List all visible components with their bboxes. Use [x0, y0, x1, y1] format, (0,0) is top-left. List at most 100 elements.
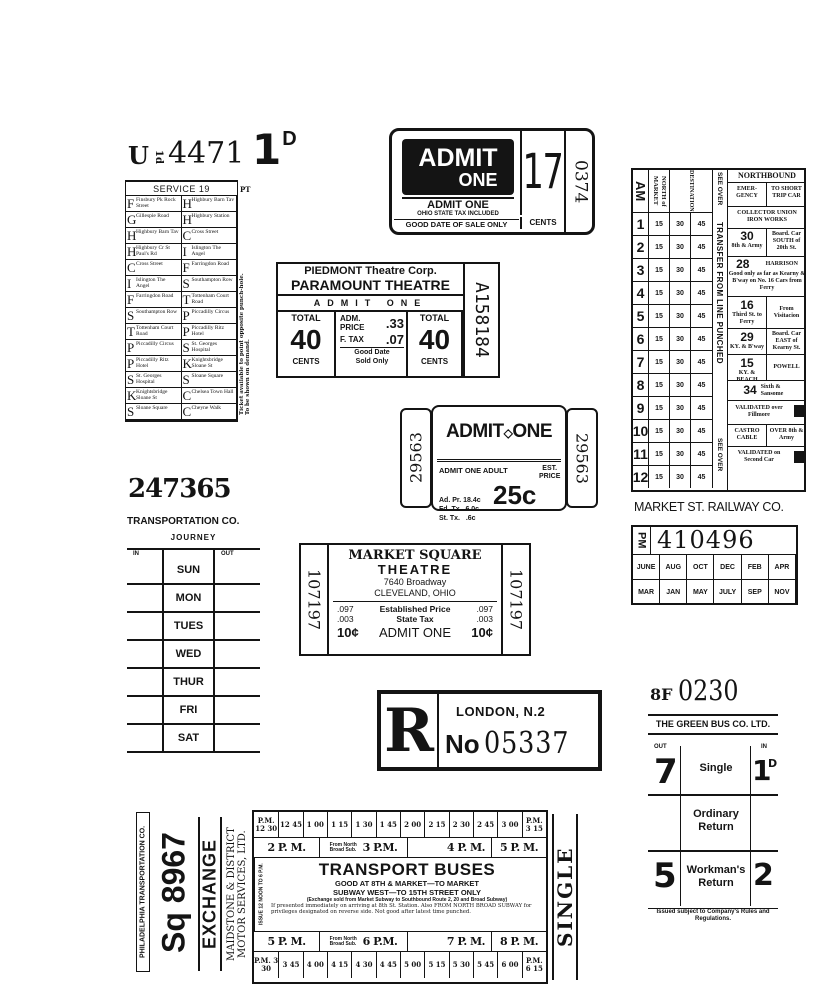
- out-cell: [215, 585, 260, 611]
- time-cell: 4 30: [351, 952, 375, 978]
- adm-value: .33: [385, 315, 404, 331]
- stop-name: Gillespie Road: [136, 213, 169, 219]
- price-value: 17: [523, 144, 564, 200]
- north-of-market: NORTH of MARKET: [649, 170, 670, 212]
- minute-cell: 45: [691, 259, 713, 281]
- minute-cell: 45: [691, 420, 713, 442]
- railway-company: MARKET ST. RAILWAY CO.: [634, 500, 784, 514]
- transfer-text: TRANSFER FROM LINE PUNCHED: [715, 222, 724, 364]
- route-stop: Sixth & Sansome: [760, 383, 784, 397]
- route-note: Good only as far as Kearny & B'way on No…: [728, 271, 806, 291]
- price-left: 10¢: [337, 625, 359, 640]
- out-cell: [215, 669, 260, 695]
- day-row: WED: [127, 641, 260, 669]
- big-numeral-7: 7: [654, 752, 678, 792]
- line-4: If presented immediately on arriving at …: [271, 903, 532, 915]
- emergency-row: EMER-GENCY TO SHORT TRIP CAR: [728, 183, 806, 207]
- short-trip: TO SHORT TRIP CAR: [771, 186, 802, 199]
- minute-cell: 15: [649, 236, 670, 258]
- minute-cell: 15: [649, 259, 670, 281]
- divider: [648, 794, 778, 796]
- logo-left: ADMIT: [445, 421, 504, 442]
- destination: DESTINATION: [670, 170, 713, 212]
- hour-cell: 7 P. M.: [408, 932, 492, 951]
- stop-initial: K: [127, 388, 137, 403]
- time-cell: P.M. 12 30: [255, 815, 278, 833]
- minute-cell: 15: [649, 466, 670, 488]
- in-cell: [127, 585, 162, 611]
- ticket-title: TRANSPORT BUSES: [318, 860, 496, 879]
- in-cell: [127, 557, 162, 583]
- time-cell: 5 00: [400, 952, 424, 978]
- punch-mark-icon: [794, 451, 806, 463]
- ticket-number: No 05337: [445, 726, 584, 762]
- service-ticket-serial: U 1d 4471: [128, 138, 244, 171]
- sold-only: Sold Only: [355, 358, 389, 365]
- admit-one: ADMIT ONE: [278, 296, 463, 312]
- out-cell: [215, 725, 260, 751]
- day-row: SUN: [127, 557, 260, 585]
- admit-one-17-ticket: ADMIT ONE ADMIT ONE OHIO STATE TAX INCLU…: [389, 128, 595, 235]
- maidstone-line-1: MAIDSTONE & DISTRICT: [226, 827, 237, 961]
- hour-number: 8: [633, 374, 649, 396]
- price-right: .097: [476, 604, 493, 614]
- route-note: Board. Car EAST of Kearny St.: [772, 331, 801, 351]
- route-number: 29: [740, 330, 754, 344]
- hour-cell: From North Broad Sub.3 P.M.: [320, 838, 408, 857]
- time-cell: 3 45: [278, 952, 302, 978]
- hour-number: 6: [633, 328, 649, 350]
- stop-initial: K: [182, 356, 192, 371]
- stop-name: Sloane Square: [191, 373, 224, 379]
- cents-label: CENTS: [520, 217, 564, 229]
- in-cell: [127, 725, 162, 751]
- day-row: MON: [127, 585, 260, 613]
- admit-one-logo: ADMIT ONE: [402, 139, 514, 195]
- total-value: 40: [418, 324, 451, 355]
- validated-text: VALIDATED over Fillmore: [735, 405, 783, 418]
- ordinary-return-label: Ordinary Return: [693, 808, 739, 833]
- month-cell: JAN: [660, 580, 688, 604]
- journey-serial: 247365: [128, 474, 232, 504]
- out-cell: [215, 641, 260, 667]
- cents-label: CENTS: [292, 357, 320, 366]
- tax-label: State Tax: [396, 614, 434, 624]
- stop-name: Southampton Row: [136, 309, 178, 315]
- stop-initial: F: [127, 292, 135, 307]
- stop-initial: S: [182, 340, 190, 355]
- serial-right: 107197: [501, 545, 529, 654]
- issued-note: Issued subject to Company's Rules and Re…: [648, 908, 778, 923]
- stop-name: Highbury Cr St Paul's Rd: [136, 245, 170, 257]
- tax-right: .003: [476, 614, 493, 624]
- day-label: SAT: [162, 725, 215, 751]
- ad-price: Ad. Pr. 18.4c: [439, 497, 481, 504]
- stop-initial: C: [127, 260, 136, 275]
- hour-number: 9: [633, 397, 649, 419]
- big-numeral-1: 1: [752, 754, 772, 787]
- day-label: SUN: [162, 557, 215, 583]
- minute-cell: 30: [670, 466, 691, 488]
- issue-label: ISSUE 12 NOON TO 6 P.M.: [254, 858, 268, 931]
- route-stop: Third St. to Ferry: [732, 312, 762, 325]
- emergency: EMER-GENCY: [728, 183, 767, 206]
- london-ticket: R LONDON, N.2 No 05337: [377, 690, 602, 771]
- minute-cell: 30: [670, 305, 691, 327]
- month-cell: OCT: [687, 555, 715, 579]
- stop-name: Highbury Barn Tav: [191, 197, 235, 203]
- minute-cell: 30: [670, 420, 691, 442]
